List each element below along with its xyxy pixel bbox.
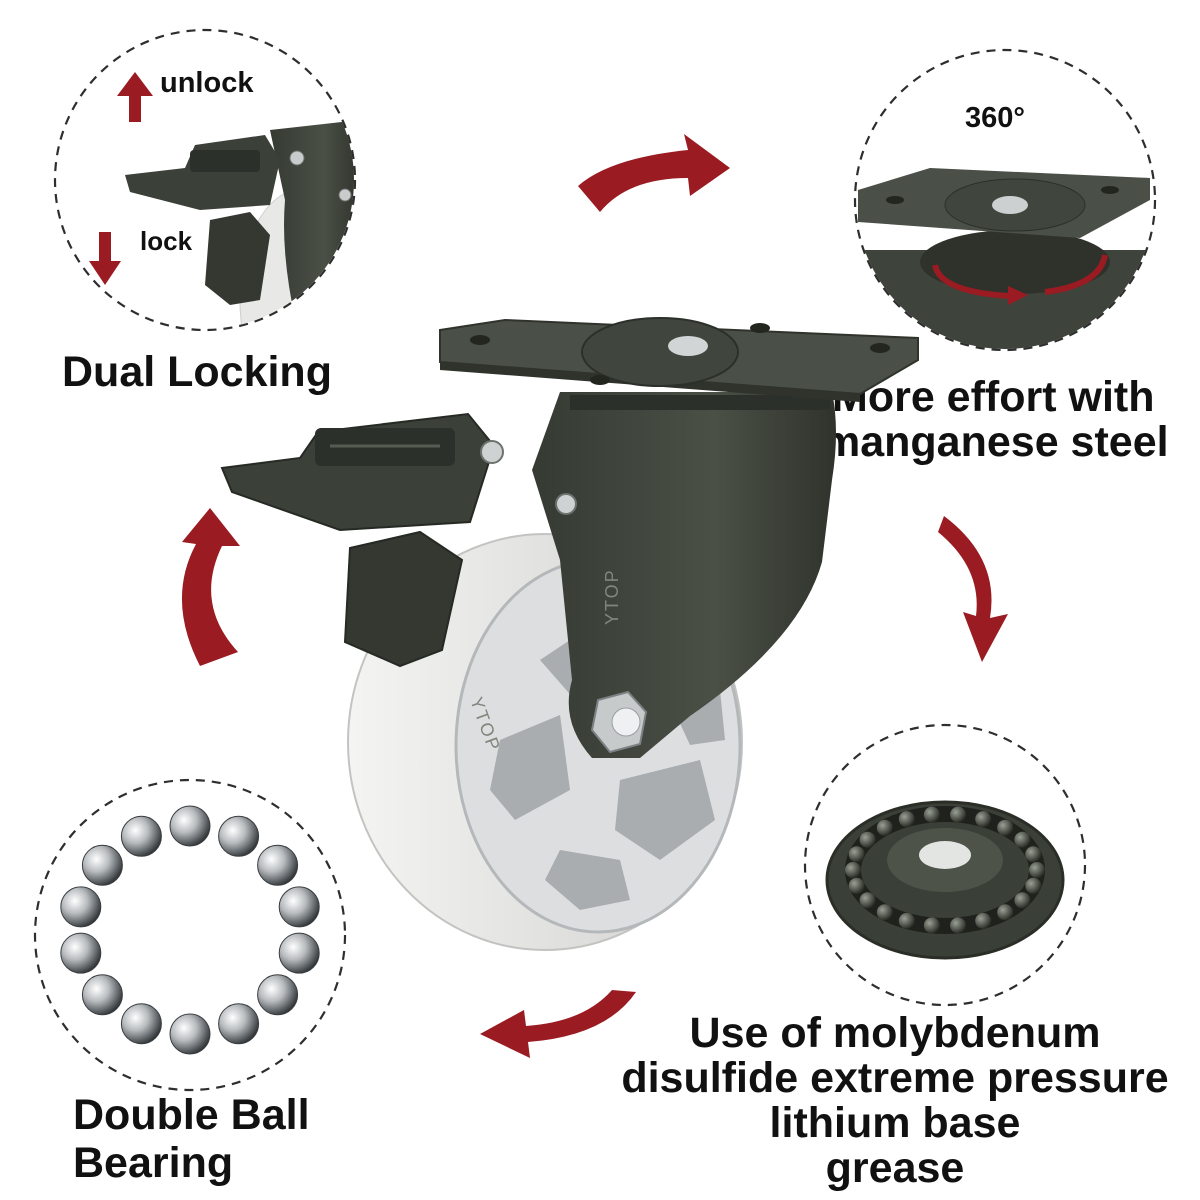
lock-lever bbox=[343, 530, 464, 668]
rivet-icon bbox=[289, 150, 305, 166]
bolt-hole bbox=[750, 323, 770, 333]
brake-closeup-image bbox=[125, 120, 354, 329]
rotation-arc bbox=[1044, 254, 1108, 295]
center-hole bbox=[919, 841, 971, 869]
rotation-arc bbox=[932, 264, 1011, 299]
down-arrow-icon bbox=[89, 232, 121, 285]
steel-ball bbox=[81, 974, 123, 1016]
dual-locking-detail: unlock lock Dual Locking bbox=[53, 28, 357, 396]
bolt-hole bbox=[1101, 186, 1119, 194]
greased-ball bbox=[898, 912, 915, 929]
curved-arrow-icon bbox=[938, 516, 1008, 662]
steel-ball bbox=[169, 1013, 211, 1055]
steel-ball bbox=[278, 886, 320, 928]
greased-ball bbox=[950, 806, 967, 823]
rotation-angle-label: 360° bbox=[965, 102, 1025, 134]
greased-ball bbox=[876, 819, 893, 836]
fork-housing bbox=[532, 392, 836, 758]
curved-arrow-icon bbox=[578, 134, 730, 212]
lock-lever bbox=[205, 212, 270, 305]
dual-locking-title: Dual Locking bbox=[62, 348, 332, 396]
grease-caption-line1: Use of molybdenum bbox=[690, 1009, 1101, 1057]
steel-ball bbox=[257, 974, 299, 1016]
steel-ball bbox=[218, 815, 260, 857]
curved-arrow-icon bbox=[480, 990, 636, 1058]
grease-detail: Use of molybdenum disulfide extreme pres… bbox=[621, 723, 1169, 1192]
steel-ball bbox=[257, 844, 299, 886]
swivel-detail: 360° More effort with manganese steel bbox=[822, 48, 1169, 466]
kingpin bbox=[992, 196, 1028, 214]
greased-ball bbox=[845, 862, 861, 878]
greased-ball bbox=[1014, 892, 1031, 909]
bearing-ball-ring bbox=[60, 805, 320, 1055]
lock-label: lock bbox=[140, 226, 193, 256]
steel-ball bbox=[81, 844, 123, 886]
greased-ball bbox=[898, 811, 915, 828]
bolt-hole bbox=[470, 335, 490, 345]
steel-ball bbox=[169, 805, 211, 847]
bearing-caption-line1: Double Ball bbox=[73, 1091, 310, 1139]
raceway-closeup-image bbox=[825, 800, 1065, 960]
greased-ball bbox=[1025, 877, 1042, 894]
greased-balls bbox=[845, 806, 1045, 934]
swivel-closeup-image bbox=[858, 168, 1150, 349]
greased-ball bbox=[923, 806, 940, 823]
bolt-hole bbox=[886, 196, 904, 204]
kingpin bbox=[668, 336, 708, 356]
unlock-label: unlock bbox=[160, 67, 254, 99]
greased-ball bbox=[1029, 862, 1045, 878]
steel-ball bbox=[60, 932, 102, 974]
rotation-arrow-icon bbox=[1008, 286, 1028, 305]
greased-ball bbox=[1014, 831, 1031, 848]
steel-ball bbox=[120, 815, 162, 857]
greased-ball bbox=[923, 917, 940, 934]
grease-caption-line2: disulfide extreme pressure bbox=[621, 1054, 1168, 1102]
swivel-race bbox=[570, 395, 830, 410]
greased-ball bbox=[975, 811, 992, 828]
grease-caption-line4: grease bbox=[826, 1144, 965, 1192]
greased-ball bbox=[997, 819, 1014, 836]
up-arrow-icon bbox=[117, 72, 153, 122]
rivet-icon bbox=[480, 440, 504, 464]
body-brand-text: YTOP bbox=[602, 568, 622, 625]
steel-ball bbox=[60, 886, 102, 928]
pedal-cap bbox=[190, 150, 260, 172]
rivet-icon bbox=[555, 493, 577, 515]
greased-ball bbox=[975, 912, 992, 929]
steel-ball bbox=[218, 1003, 260, 1045]
steel-ball bbox=[120, 1003, 162, 1045]
bolt-hole bbox=[590, 375, 610, 385]
plate-recess bbox=[581, 317, 739, 387]
steel-ball bbox=[278, 932, 320, 974]
axle-bolt bbox=[611, 707, 641, 737]
swivel-race bbox=[920, 230, 1110, 294]
grease-caption-line3: lithium base bbox=[770, 1099, 1021, 1147]
bolt-hole bbox=[870, 343, 890, 353]
greased-ball bbox=[1025, 846, 1042, 863]
manganese-caption-line2: manganese steel bbox=[822, 418, 1169, 466]
greased-ball bbox=[848, 877, 865, 894]
rivet-icon bbox=[338, 188, 352, 202]
greased-ball bbox=[848, 846, 865, 863]
bearing-caption-line2: Bearing bbox=[73, 1139, 233, 1187]
greased-ball bbox=[876, 904, 893, 921]
caster-wheel-product: YTOP YTOP bbox=[220, 317, 919, 951]
greased-ball bbox=[997, 904, 1014, 921]
greased-ball bbox=[950, 917, 967, 934]
greased-ball bbox=[859, 892, 876, 909]
greased-ball bbox=[859, 831, 876, 848]
manganese-caption-line1: More effort with bbox=[832, 373, 1154, 421]
curved-arrow-icon bbox=[181, 508, 240, 666]
ball-bearing-detail: Double Ball Bearing bbox=[33, 778, 347, 1187]
